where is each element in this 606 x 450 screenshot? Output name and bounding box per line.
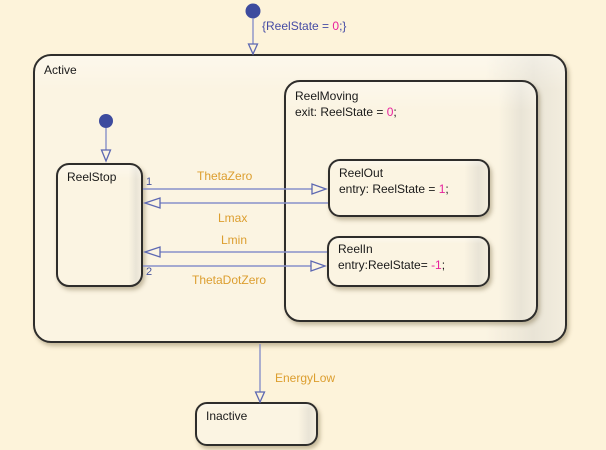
transition-label-lmin[interactable]: Lmin <box>221 233 248 247</box>
default-transition-dot[interactable] <box>245 3 261 19</box>
state-reelout-action: entry: ReelState = 1; <box>339 182 449 196</box>
state-reelout[interactable]: ReelOut entry: ReelState = 1; <box>328 159 490 217</box>
transition-order-theta-dot-zero[interactable]: 2 <box>146 266 153 278</box>
transition-energy-low-arrowhead <box>254 391 266 404</box>
state-reelstop[interactable]: ReelStop <box>56 163 143 287</box>
state-reelstop-label: ReelStop <box>67 170 117 184</box>
state-reelin[interactable]: ReelIn entry:ReelState= -1; <box>327 236 490 287</box>
state-active-label: Active <box>44 63 77 77</box>
state-inactive-label: Inactive <box>206 409 248 423</box>
transition-label-theta-zero[interactable]: ThetaZero <box>197 169 253 183</box>
state-reelin-action: entry:ReelState= -1; <box>338 258 446 272</box>
state-reelout-label: ReelOut <box>339 166 384 180</box>
state-reelmoving-action: exit: ReelState = 0; <box>295 105 397 119</box>
transition-label-theta-dot-zero[interactable]: ThetaDotZero <box>192 273 267 287</box>
transition-label-lmax[interactable]: Lmax <box>218 211 248 225</box>
state-reelmoving-label: ReelMoving <box>295 89 359 103</box>
state-reelin-label: ReelIn <box>338 242 373 256</box>
default-transition-top[interactable] <box>245 3 261 56</box>
default-transition-action-label[interactable]: {ReelState = 0;} <box>262 19 347 33</box>
default-transition-arrowhead <box>247 43 259 56</box>
transition-label-energy-low[interactable]: EnergyLow <box>275 371 336 385</box>
transition-energy-low[interactable] <box>254 344 266 404</box>
state-inactive[interactable]: Inactive <box>195 402 318 446</box>
transition-order-theta-zero[interactable]: 1 <box>146 176 153 188</box>
